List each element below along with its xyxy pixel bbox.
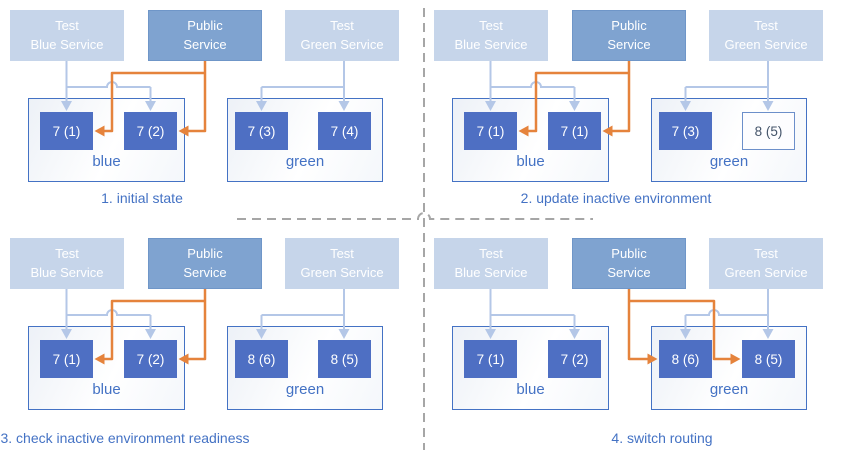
- environment-label: green: [709, 153, 749, 170]
- environment-label: blue: [92, 153, 121, 170]
- test-green-service-box: Test Green Service: [709, 10, 823, 61]
- test-green-service-box: Test Green Service: [285, 238, 399, 289]
- pod: 7 (1): [464, 112, 517, 150]
- service-label-line: Blue Service: [30, 264, 104, 280]
- service-label-line: Green Service: [300, 36, 384, 52]
- pod: 7 (1): [548, 112, 601, 150]
- service-label-line: Green Service: [724, 36, 808, 52]
- service-label-line: Green Service: [300, 264, 384, 280]
- panel-caption: 4. switch routing: [611, 430, 713, 446]
- public-service-box: Public Service: [148, 10, 262, 61]
- service-label-line: Service: [183, 264, 227, 280]
- service-label-line: Public: [187, 245, 223, 261]
- panel-initial-state: Test Blue Service Public Service Test Gr…: [0, 0, 424, 228]
- environment-label: green: [285, 153, 325, 170]
- environment-label: blue: [516, 153, 545, 170]
- service-label-line: Service: [607, 36, 651, 52]
- test-green-service-box: Test Green Service: [285, 10, 399, 61]
- test-blue-service-box: Test Blue Service: [434, 10, 548, 61]
- environment-label: green: [285, 381, 325, 398]
- service-label-line: Service: [607, 264, 651, 280]
- service-label-line: Test: [754, 245, 778, 261]
- public-service-box: Public Service: [148, 238, 262, 289]
- service-label-line: Service: [183, 36, 227, 52]
- service-label-line: Test: [330, 17, 354, 33]
- service-label-line: Test: [479, 245, 503, 261]
- service-label-line: Public: [611, 245, 647, 261]
- service-label-line: Test: [55, 17, 79, 33]
- test-blue-service-box: Test Blue Service: [10, 10, 124, 61]
- service-label-line: Test: [479, 17, 503, 33]
- panel-switch-routing: Test Blue Service Public Service Test Gr…: [424, 228, 848, 456]
- test-green-service-box: Test Green Service: [709, 238, 823, 289]
- pod: 8 (5): [742, 340, 795, 378]
- service-label-line: Blue Service: [454, 36, 528, 52]
- test-blue-service-box: Test Blue Service: [10, 238, 124, 289]
- panel-caption: 1. initial state: [101, 190, 183, 206]
- panel-update-inactive-environment: Test Blue Service Public Service Test Gr…: [424, 0, 848, 228]
- service-label-line: Green Service: [724, 264, 808, 280]
- pod: 7 (3): [659, 112, 712, 150]
- environment-label: blue: [92, 381, 121, 398]
- pod: 7 (1): [40, 112, 93, 150]
- pod: 7 (4): [318, 112, 371, 150]
- pod: 7 (2): [548, 340, 601, 378]
- service-label-line: Test: [330, 245, 354, 261]
- pod: 8 (5): [318, 340, 371, 378]
- service-label-line: Test: [55, 245, 79, 261]
- service-label-line: Public: [611, 17, 647, 33]
- pod: 8 (6): [659, 340, 712, 378]
- service-label-line: Blue Service: [454, 264, 528, 280]
- pod: 7 (3): [235, 112, 288, 150]
- pod: 8 (6): [235, 340, 288, 378]
- pod: 8 (5): [742, 112, 795, 150]
- environment-label: blue: [516, 381, 545, 398]
- panel-caption: 2. update inactive environment: [520, 190, 712, 206]
- pod: 7 (2): [124, 340, 177, 378]
- environment-label: green: [709, 381, 749, 398]
- service-label-line: Public: [187, 17, 223, 33]
- panel-check-inactive-environment-readiness: Test Blue Service Public Service Test Gr…: [0, 228, 424, 456]
- pod: 7 (1): [40, 340, 93, 378]
- public-service-box: Public Service: [572, 10, 686, 61]
- public-service-box: Public Service: [572, 238, 686, 289]
- panel-caption: 3. check inactive environment readiness: [0, 430, 250, 446]
- pod: 7 (1): [464, 340, 517, 378]
- service-label-line: Blue Service: [30, 36, 104, 52]
- service-label-line: Test: [754, 17, 778, 33]
- test-blue-service-box: Test Blue Service: [434, 238, 548, 289]
- pod: 7 (2): [124, 112, 177, 150]
